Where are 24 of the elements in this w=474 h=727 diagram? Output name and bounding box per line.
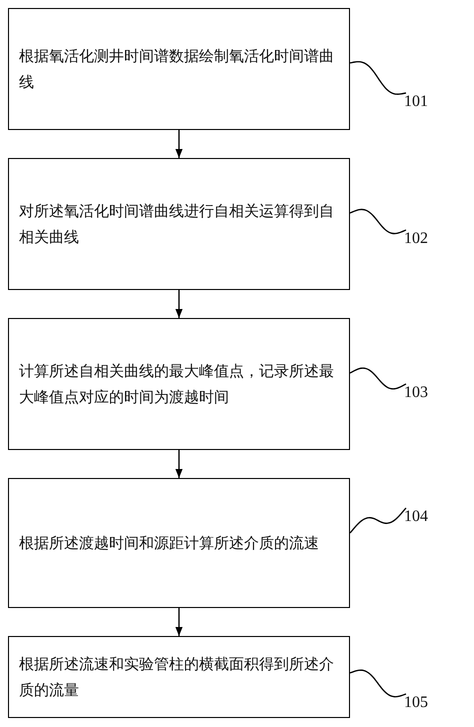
- process-box: [8, 478, 350, 608]
- arrow: [175, 608, 183, 636]
- leader-line: [350, 508, 406, 534]
- reference-number: 102: [402, 230, 430, 248]
- arrow: [175, 130, 183, 158]
- leader-line: [350, 208, 406, 234]
- reference-number: 103: [402, 384, 430, 402]
- step-text: 根据氧活化测井时间谱数据绘制氧活化时间谱曲线: [19, 46, 335, 93]
- reference-number: 104: [402, 508, 430, 526]
- process-box: [8, 158, 350, 290]
- step-text: 根据所述渡越时间和源距计算所述介质的流速: [19, 533, 319, 554]
- process-box: [8, 8, 350, 130]
- step-text: 计算所述自相关曲线的最大峰值点，记录所述最大峰值点对应的时间为渡越时间: [19, 361, 335, 408]
- process-box: [8, 636, 350, 718]
- arrow: [175, 290, 183, 318]
- process-box: [8, 318, 350, 450]
- step-text: 对所述氧活化时间谱曲线进行自相关运算得到自相关曲线: [19, 201, 335, 248]
- arrow: [175, 450, 183, 478]
- step-text: 根据所述流速和实验管柱的横截面积得到所述介质的流量: [19, 654, 335, 701]
- reference-number: 101: [402, 93, 430, 111]
- leader-line: [350, 61, 406, 95]
- leader-line: [350, 368, 406, 390]
- leader-line: [350, 670, 406, 698]
- reference-number: 105: [402, 694, 430, 712]
